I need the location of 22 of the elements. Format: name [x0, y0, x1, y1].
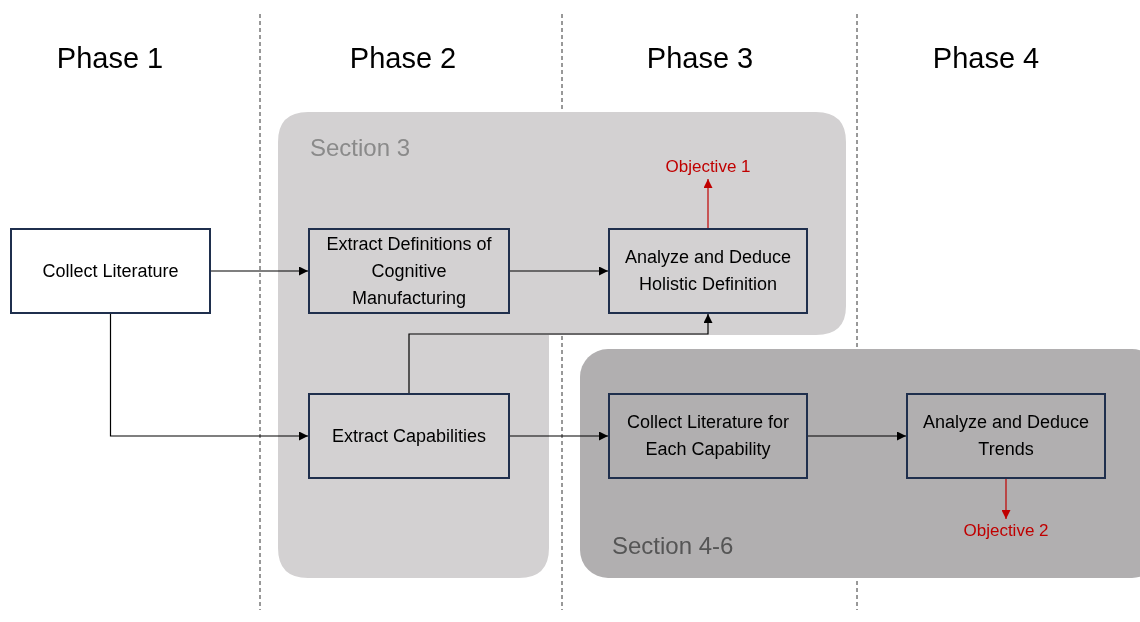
phase-heading: Phase 3 [646, 44, 754, 73]
phase-heading: Phase 2 [349, 44, 457, 73]
objective-label: Objective 1 [650, 155, 766, 179]
arrow [807, 431, 907, 441]
arrow [109, 313, 309, 441]
process-box: Analyze and Deduce Trends [906, 393, 1106, 479]
process-box: Collect Literature for Each Capability [608, 393, 808, 479]
arrow [703, 178, 713, 229]
section-title: Section 3 [310, 136, 411, 160]
arrow [509, 431, 609, 441]
arrow [408, 313, 713, 394]
phase-heading: Phase 1 [56, 44, 164, 73]
arrow [210, 266, 309, 276]
process-box: Extract Definitions of Cognitive Manufacturing [308, 228, 510, 314]
section-title: Section 4-6 [612, 534, 734, 558]
phase-heading: Phase 4 [932, 44, 1040, 73]
process-box: Collect Literature [10, 228, 211, 314]
process-box: Extract Capabilities [308, 393, 510, 479]
arrow [509, 266, 609, 276]
process-box: Analyze and Deduce Holistic Definition [608, 228, 808, 314]
arrow [1001, 478, 1011, 520]
objective-label: Objective 2 [948, 519, 1064, 543]
